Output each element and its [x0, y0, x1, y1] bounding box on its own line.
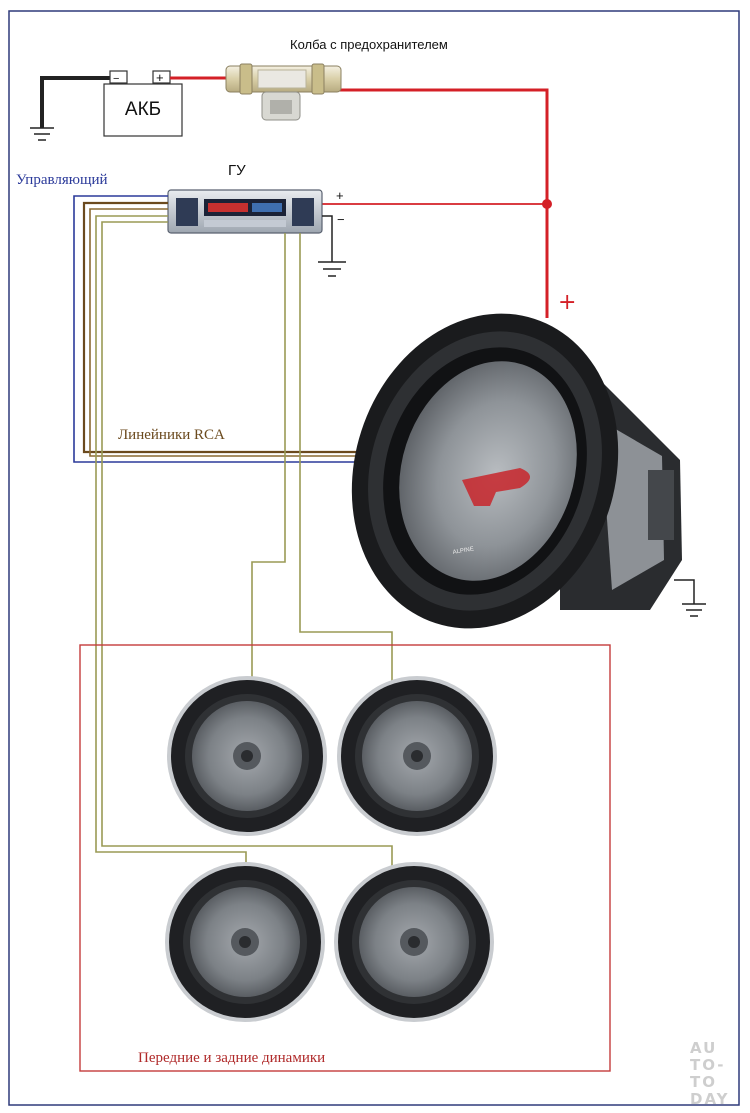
- battery-plus-label: +: [156, 70, 164, 85]
- speaker-wire-front-left: [251, 233, 286, 700]
- control-wire-label: Управляющий: [16, 172, 108, 188]
- head-unit-label: ГУ: [228, 162, 246, 179]
- battery-icon: [103, 70, 183, 137]
- fuse-holder-icon: [225, 63, 342, 121]
- watermark-line-1: AU: [690, 1039, 718, 1057]
- hu-plus-label: +: [336, 188, 344, 203]
- control-wire: [73, 195, 366, 463]
- sub-ground-wire: [674, 579, 695, 604]
- head-unit-icon: [167, 189, 323, 234]
- ground-icon: [682, 603, 706, 617]
- ground-icon: [30, 127, 54, 141]
- hu-ground-wire: [322, 215, 333, 262]
- speaker-icon: [167, 676, 327, 836]
- rca-wire-2: [89, 208, 366, 457]
- ground-icon: [318, 261, 346, 277]
- sub-brand-label: ALPINE: [452, 546, 474, 556]
- speakers-frame: [79, 644, 611, 1072]
- outer-frame: [8, 10, 740, 1106]
- speaker-icon: [334, 862, 494, 1022]
- speakers-label: Передние и задние динамики: [138, 1050, 326, 1066]
- battery-minus-label: −: [113, 73, 119, 85]
- rca-wire-1: [82, 201, 366, 454]
- speaker-wire-front-right: [299, 233, 393, 700]
- watermark-logo: AU TO-TO DAY: [690, 1040, 748, 1108]
- subwoofer-icon: [351, 313, 682, 629]
- speaker-wire-rear-right: [101, 221, 393, 888]
- rca-lines-label: Линейники RCA: [118, 427, 225, 443]
- speaker-icon: [337, 676, 497, 836]
- fuse-holder-label: Колба с предохранителем: [290, 37, 448, 52]
- battery-label: АКБ: [124, 99, 162, 120]
- speaker-icon: [165, 862, 325, 1022]
- watermark-line-2: TO-TO: [690, 1056, 726, 1091]
- power-wire-main: [335, 88, 549, 318]
- sub-plus-label: +: [558, 290, 576, 315]
- hu-minus-label: −: [337, 212, 345, 227]
- battery-ground-wire: [40, 76, 110, 128]
- watermark-line-3: DAY: [690, 1090, 730, 1108]
